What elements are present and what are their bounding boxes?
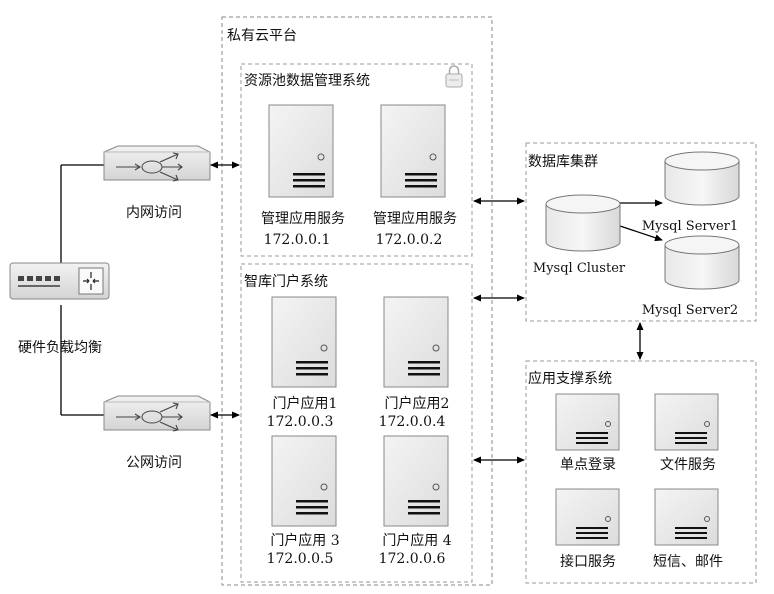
service-label: 短信、邮件 <box>653 554 723 570</box>
portal-server-1: 门户应用1 172.0.0.3 <box>267 296 338 430</box>
support-service-sms-mail: 短信、邮件 <box>653 488 723 570</box>
intranet-router-label: 内网访问 <box>126 205 182 221</box>
portal-server-3: 门户应用 3 172.0.0.5 <box>267 435 340 567</box>
portal-system: 智库门户系统 <box>240 263 473 583</box>
resource-server-2: 管理应用服务 172.0.0.2 <box>373 104 457 248</box>
server-name: 门户应用 4 <box>382 532 451 549</box>
server-ip: 172.0.0.6 <box>379 551 446 567</box>
lock-icon <box>445 65 463 88</box>
portal-server-4: 门户应用 4 172.0.0.6 <box>379 435 452 567</box>
private-cloud-platform: 私有云平台 <box>221 16 493 586</box>
server-name: 门户应用 3 <box>270 532 339 549</box>
hardware-load-balancer: 硬件负载均衡 <box>9 164 110 416</box>
service-label: 单点登录 <box>560 457 616 473</box>
router-arrows-icon <box>116 152 183 182</box>
mysql-server2-label: Mysql Server2 <box>642 303 738 318</box>
service-label: 文件服务 <box>660 457 716 473</box>
mysql-server1-cylinder: Mysql Server1 <box>642 151 740 234</box>
server-ip: 172.0.0.5 <box>267 551 334 567</box>
mysql-cluster-label: Mysql Cluster <box>533 261 626 276</box>
server-name: 门户应用1 <box>273 395 338 412</box>
mysql-server1-label: Mysql Server1 <box>642 219 738 234</box>
hardware-lb-label: 硬件负载均衡 <box>18 340 102 356</box>
support-system: 应用支撑系统 <box>525 360 757 584</box>
port-leds <box>18 276 60 287</box>
server-ip: 172.0.0.4 <box>379 414 446 430</box>
support-service-sso: 单点登录 <box>555 393 620 473</box>
platform-title: 私有云平台 <box>227 28 297 44</box>
intranet-router: 内网访问 <box>103 145 211 221</box>
support-service-api: 接口服务 <box>555 488 620 570</box>
public-router: 公网访问 <box>103 395 211 471</box>
server-name: 管理应用服务 <box>261 210 345 227</box>
mysql-cluster-cylinder: Mysql Cluster <box>533 194 626 276</box>
server-ip: 172.0.0.3 <box>267 414 334 430</box>
public-router-label: 公网访问 <box>126 455 182 471</box>
server-name: 管理应用服务 <box>373 210 457 227</box>
server-name: 门户应用2 <box>385 395 450 412</box>
service-label: 接口服务 <box>560 553 616 570</box>
db-cluster-title: 数据库集群 <box>528 153 598 170</box>
resource-pool-title: 资源池数据管理系统 <box>244 73 370 89</box>
cluster-to-server2-arrow <box>619 225 663 242</box>
support-title: 应用支撑系统 <box>528 370 612 387</box>
connectors <box>210 161 663 464</box>
resource-server-1: 管理应用服务 172.0.0.1 <box>261 104 345 248</box>
switch-arrows-icon <box>78 267 104 295</box>
server-ip: 172.0.0.1 <box>264 232 331 248</box>
support-service-file: 文件服务 <box>654 393 719 473</box>
resource-pool-system: 资源池数据管理系统 <box>240 63 473 257</box>
database-cluster: 数据库集群 <box>525 142 757 322</box>
portal-server-2: 门户应用2 172.0.0.4 <box>379 296 450 430</box>
server-ip: 172.0.0.2 <box>376 232 443 248</box>
portal-title: 智库门户系统 <box>244 273 328 290</box>
mysql-server2-cylinder: Mysql Server2 <box>642 235 740 318</box>
router-arrows-icon <box>116 402 183 432</box>
